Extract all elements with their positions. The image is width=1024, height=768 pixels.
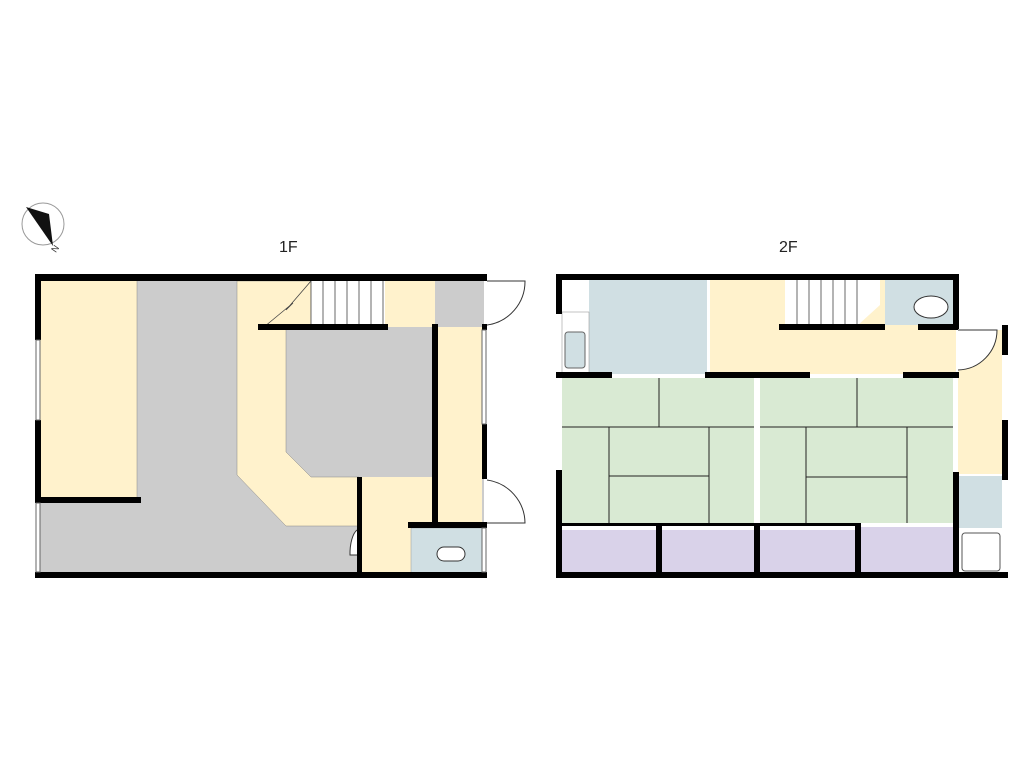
toilet-icon-2f <box>913 295 949 319</box>
interior-door[interactable] <box>349 529 358 556</box>
closet-2 <box>662 530 754 572</box>
stair-steps <box>263 280 384 328</box>
room-left <box>39 279 138 501</box>
wash-room <box>958 476 1002 528</box>
shower-icon <box>961 532 1001 572</box>
closet-3 <box>760 530 855 572</box>
closet-4 <box>860 527 953 572</box>
floor-label-2f: 2F <box>779 239 798 256</box>
closet-1 <box>562 530 656 572</box>
toilet-icon <box>436 546 466 562</box>
side-door[interactable] <box>486 479 526 524</box>
entrance-door[interactable] <box>486 280 526 326</box>
staircase <box>311 281 385 327</box>
landing <box>385 281 435 327</box>
floor-1f <box>35 274 526 578</box>
right-corridor <box>437 327 482 523</box>
compass-north-label: N <box>49 243 61 254</box>
staircase-2f <box>785 280 880 327</box>
compass-icon: N <box>21 202 65 254</box>
door-2f[interactable] <box>957 329 998 371</box>
sink-icon <box>564 331 586 369</box>
western-room <box>589 280 707 374</box>
tatami-room-left <box>562 378 754 523</box>
floor-label-1f: 1F <box>279 239 298 256</box>
floor-2f <box>556 274 1008 578</box>
